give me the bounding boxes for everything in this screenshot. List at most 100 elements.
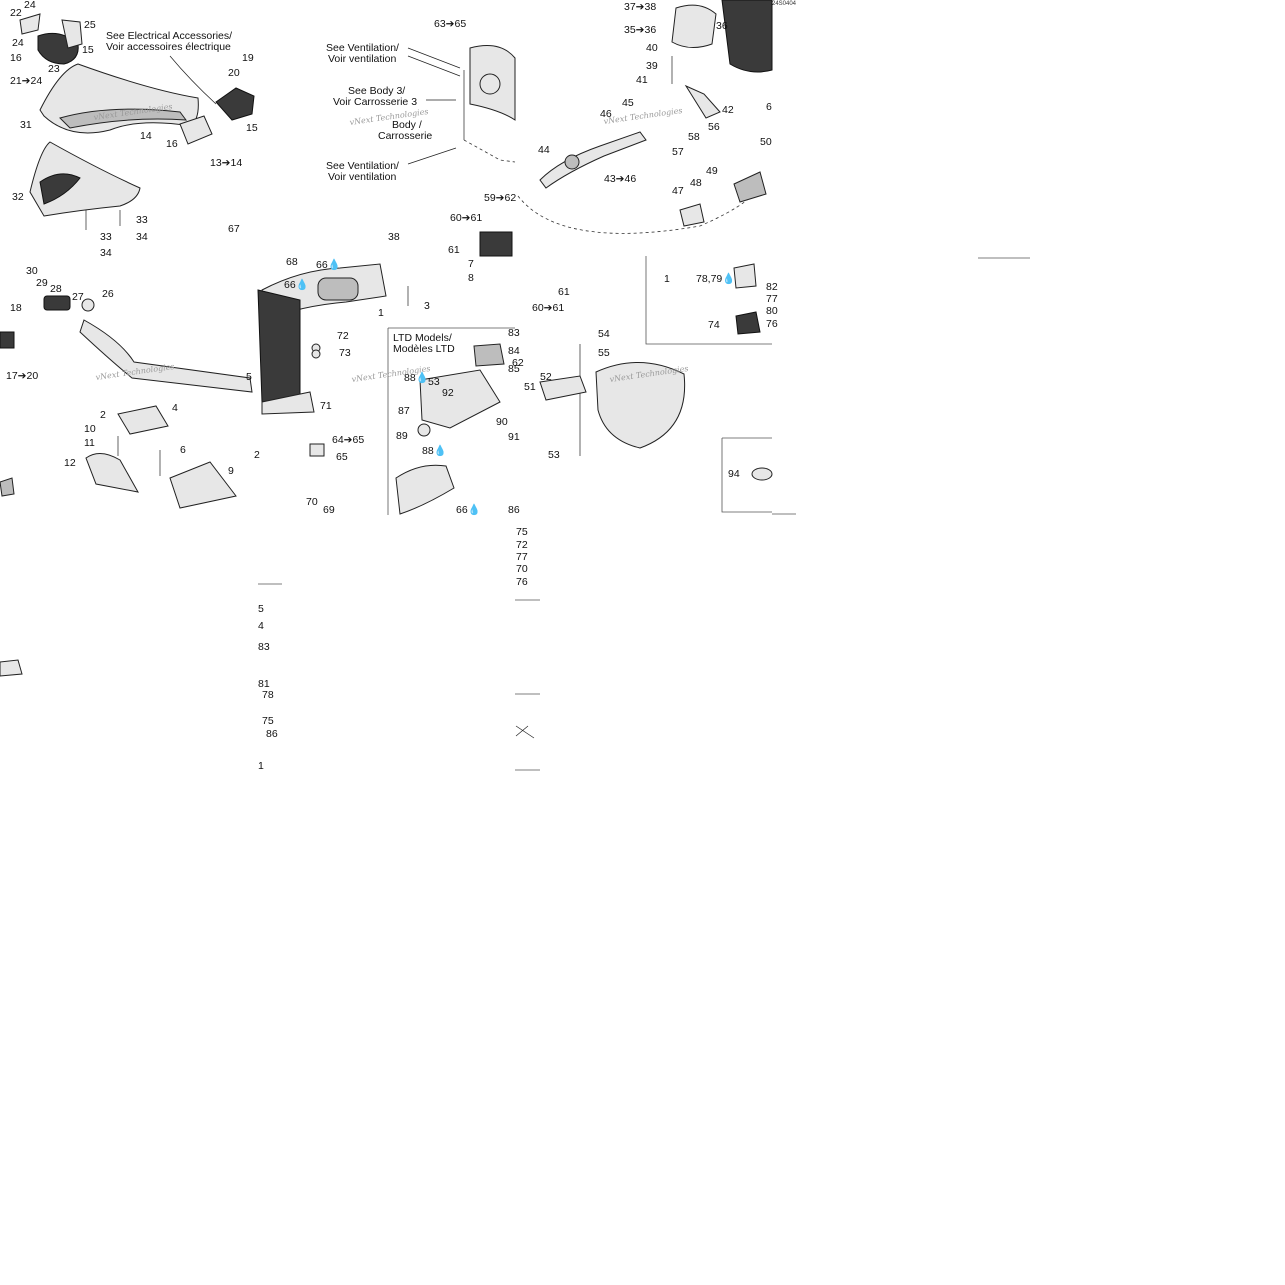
callout-94: 88💧	[404, 371, 429, 384]
callout-90: 62	[512, 357, 524, 369]
washer	[81, 298, 95, 312]
callout-5: 16	[10, 52, 22, 64]
callout-91: 83	[508, 327, 520, 339]
callout-113: 81	[258, 678, 270, 690]
note-body3-line2: Voir Carrosserie 3	[333, 96, 417, 108]
callout-74: 50	[760, 136, 772, 148]
callout-67: 57	[672, 146, 684, 158]
diagram-code: 24S0404	[772, 1, 797, 7]
callout-105: 75	[516, 526, 528, 538]
notes-layer: See Electrical Accessories/ Voir accesso…	[93, 1, 797, 384]
callout-31: 4	[172, 402, 178, 414]
steering-column	[79, 319, 253, 393]
callout-52: 64➔65	[332, 434, 364, 446]
note-ltd-line1: LTD Models/	[393, 332, 452, 344]
callout-54: 70	[306, 496, 318, 508]
callout-65: 46	[600, 108, 612, 120]
steering-arm-housing	[721, 0, 773, 73]
callout-66: 56	[708, 121, 720, 133]
venturi	[595, 362, 686, 449]
cover-trim	[59, 108, 188, 129]
callout-102: 66💧	[456, 503, 481, 516]
callout-3: 24	[12, 37, 24, 49]
callout-57: 37➔38	[624, 1, 656, 13]
note-body-line2: Carrosserie	[378, 130, 432, 142]
callout-42: 3	[424, 300, 430, 312]
callout-4: 15	[82, 44, 94, 56]
callout-86: 55	[598, 347, 610, 359]
callout-7: 23	[48, 63, 60, 75]
switch-cover	[61, 19, 83, 49]
callout-103: 86	[508, 504, 520, 516]
nut-74	[735, 311, 761, 335]
callout-0: 22	[10, 7, 22, 19]
callout-15: 13➔14	[210, 157, 242, 169]
callout-25: 27	[72, 291, 84, 303]
middle-panel	[257, 45, 761, 515]
callout-34: 6	[180, 444, 186, 456]
callout-45: 61	[448, 244, 460, 256]
edge-bolt	[0, 477, 15, 497]
note-ventilation2-line2: Voir ventilation	[328, 171, 396, 183]
callout-73: 49	[706, 165, 718, 177]
callout-79: 78,79💧	[696, 272, 735, 285]
cable-nut	[733, 171, 767, 203]
vent-cap	[479, 73, 501, 95]
callout-27: 18	[10, 302, 22, 314]
pump-base	[261, 391, 315, 415]
upper-steering-cover	[39, 63, 199, 134]
nut-64	[309, 443, 325, 457]
callout-71: 47	[672, 185, 684, 197]
callout-20: 34	[100, 247, 112, 259]
callout-68: 58	[688, 131, 700, 143]
nozzle	[317, 277, 359, 301]
steering-support	[117, 405, 169, 435]
callout-93: 85	[508, 363, 520, 375]
bracket-part	[19, 13, 41, 35]
cable-sleeve	[679, 203, 705, 227]
note-body3-line1: See Body 3/	[348, 85, 405, 97]
callout-99: 90	[496, 416, 508, 428]
callout-76: 61	[558, 286, 570, 298]
lower-cover-shade	[39, 173, 81, 205]
callout-12: 31	[20, 119, 32, 131]
callout-116: 86	[266, 728, 278, 740]
note-ventilation1-line1: See Ventilation/	[326, 42, 399, 54]
note-ventilation1-line2: Voir ventilation	[328, 53, 396, 65]
callout-109: 76	[516, 576, 528, 588]
callout-43: 7	[468, 258, 474, 270]
spring-part	[43, 295, 71, 311]
callout-17: 33	[136, 214, 148, 226]
bolt-group	[733, 263, 757, 289]
callout-48: 63➔65	[434, 18, 466, 30]
steering-linkage	[539, 375, 587, 401]
electrical-module	[179, 115, 213, 145]
ltd-bushing	[417, 423, 431, 437]
callout-55: 69	[323, 504, 335, 516]
callout-82: 80	[766, 305, 778, 317]
ltd-nozzle	[395, 464, 455, 515]
callout-96: 92	[442, 387, 454, 399]
ltd-bracket	[419, 369, 501, 429]
callout-117: 1	[258, 760, 264, 772]
callout-95: 53	[428, 376, 440, 388]
callout-8: See	[0, 0, 19, 3]
washer-73	[311, 349, 321, 359]
left-panel	[0, 13, 255, 677]
watermark-3: vNext Technologies	[603, 106, 683, 126]
callout-101: 88💧	[422, 444, 447, 457]
support-plate-left	[85, 453, 139, 493]
callout-21: 67	[228, 223, 240, 235]
callout-layer: 22242524151621➔2423See19201531141613➔143…	[0, 0, 778, 772]
callout-29: 5	[246, 371, 252, 383]
note-body-line1: Body /	[392, 119, 422, 131]
callout-63: 42	[722, 104, 734, 116]
callout-18: 34	[136, 231, 148, 243]
callout-2: 25	[84, 19, 96, 31]
callout-69: 44	[538, 144, 550, 156]
lever-arm	[684, 84, 721, 119]
callout-47: 59➔62	[484, 192, 516, 204]
callout-39: 66💧	[284, 278, 309, 291]
callout-106: 72	[516, 539, 528, 551]
callout-23: 29	[36, 277, 48, 289]
